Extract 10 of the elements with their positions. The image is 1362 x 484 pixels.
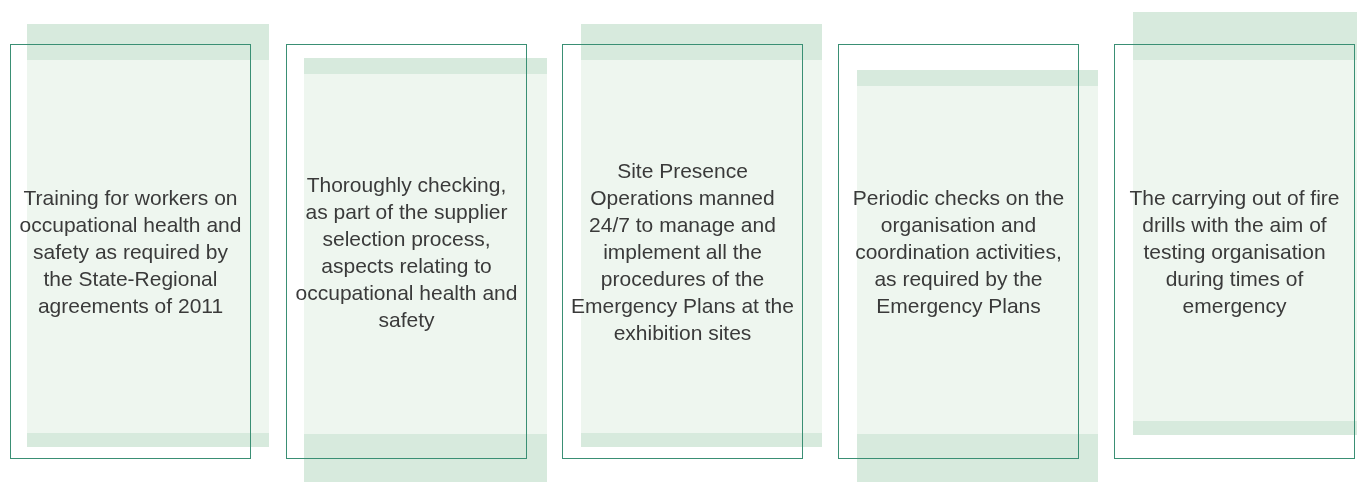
description-text: Site Presence Operations manned 24/7 to manage and implement all the procedures of the Emergency Plans at the exhibition sites [570,158,795,346]
description-text: Training for workers on occupational health and safety as required by the State-Regional agreements of 2011 [18,185,243,319]
text-box [838,44,1079,459]
description-text: The carrying out of fire drills with the aim of testing organisation during times of emergency [1128,185,1341,319]
description-text: Periodic checks on the organisation and coordination activities, as required by the Emergency Plans [851,185,1066,319]
text-box [562,44,803,459]
text-box [1114,44,1355,459]
description-text: Thoroughly checking, as part of the supplier selection process, aspects relating to occupational health and safety [294,171,519,333]
text-box [10,44,251,459]
text-box [286,44,527,459]
